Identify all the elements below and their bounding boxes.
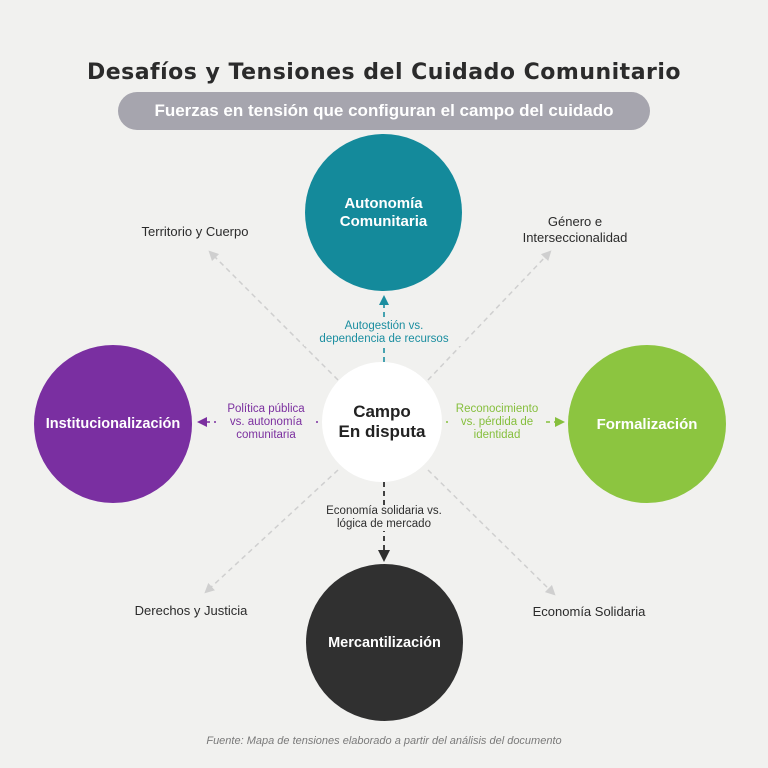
node-formalizacion-label: Formalización (596, 415, 698, 433)
node-institucionalizacion-label: Institucionalización (45, 416, 181, 432)
tension-label-bottom: Economía solidaria vs. lógica de mercado (314, 505, 454, 531)
node-mercantilizacion-label: Mercantilización (328, 634, 441, 651)
peripheral-genero-interseccionalidad: Género e Interseccionalidad (522, 214, 628, 245)
subtitle-text: Fuerzas en tensión que configuran el cam… (154, 101, 614, 120)
connector-top-right (427, 250, 552, 381)
tension-label-right: Reconocimiento vs. pérdida de identidad (448, 403, 546, 442)
tension-label-top: Autogestión vs. dependencia de recursos (304, 320, 464, 346)
center-node: Campo En disputa (322, 362, 442, 482)
node-autonomia-comunitaria: Autonomía Comunitaria (305, 134, 462, 291)
peripheral-territorio-cuerpo: Territorio y Cuerpo (141, 224, 249, 239)
peripheral-economia-solidaria: Economía Solidaria (532, 604, 646, 619)
node-mercantilizacion: Mercantilización (306, 564, 463, 721)
connector-bottom-left (204, 469, 339, 594)
node-autonomia-label: Autonomía Comunitaria (339, 194, 428, 230)
tension-label-left: Política pública vs. autonomía comunitar… (216, 403, 316, 442)
source-caption: Fuente: Mapa de tensiones elaborado a pa… (206, 735, 562, 747)
diagram-title: Desafíos y Tensiones del Cuidado Comunit… (86, 60, 682, 85)
connector-bottom-right (427, 469, 556, 596)
peripheral-derechos-justicia: Derechos y Justicia (134, 603, 248, 618)
subtitle-banner: Fuerzas en tensión que configuran el cam… (118, 92, 650, 130)
node-formalizacion: Formalización (568, 345, 726, 503)
connector-top-left (208, 250, 339, 381)
center-label: Campo En disputa (338, 402, 426, 441)
node-institucionalizacion: Institucionalización (34, 345, 192, 503)
